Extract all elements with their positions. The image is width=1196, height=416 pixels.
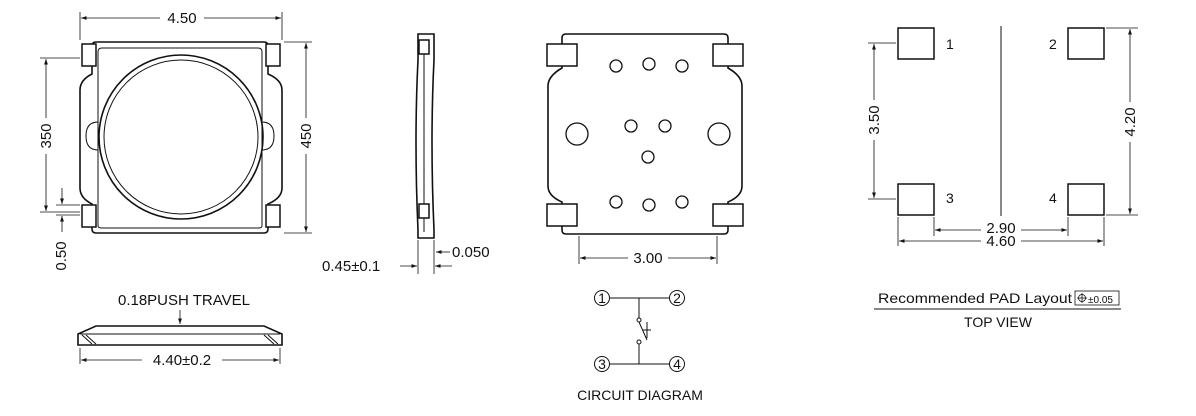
bottom-view-lead-tl (546, 43, 578, 67)
circuit-pin-3: 3 (598, 356, 606, 372)
pad-label-1: 1 (946, 36, 954, 52)
tolerance-box (1074, 290, 1120, 306)
pad-3 (897, 183, 935, 216)
front-view-width-dim: 4.40±0.2 (153, 352, 211, 369)
top-view: 4.50 350 450 0.50 (36, 8, 316, 271)
bottom-view-lead-br (712, 203, 744, 227)
front-view: 0.18PUSH TRAVEL 4.40±0.2 (77, 292, 283, 369)
top-view-button-outer (98, 54, 264, 220)
top-view-height-dim-left: 350 (38, 123, 55, 148)
bottom-view-lead-tr (712, 43, 744, 67)
front-view-body (77, 325, 283, 346)
bottom-view-width-dim: 3.00 (633, 250, 662, 267)
circuit-pin-4: 4 (673, 356, 681, 372)
pad-label-2: 2 (1049, 36, 1057, 52)
pad-right-dim: 4.20 (1122, 107, 1139, 136)
pad-layout-subtitle: TOP VIEW (964, 314, 1033, 330)
top-view-lead-tr (265, 43, 281, 67)
top-view-lead-dim: 0.50 (53, 241, 70, 270)
side-view: 0.45±0.1 0.050 (322, 33, 490, 275)
top-view-body (79, 41, 283, 234)
bottom-view-lead-bl (546, 203, 578, 227)
circuit-pin-1: 1 (598, 290, 606, 306)
side-view-lead-thickness-dim: 0.050 (452, 244, 490, 261)
circuit-diagram: 1 2 3 4 CIRCUIT DIAGRAM (577, 290, 703, 403)
top-view-lead-bl (81, 204, 97, 228)
side-view-thickness-dim: 0.45±0.1 (322, 258, 380, 275)
top-view-height-dim-right: 450 (298, 123, 315, 148)
pad-layout: 1 2 3 4 3.50 4.20 2.90 4.60 Recommended … (864, 26, 1140, 330)
top-view-button-inner (103, 59, 259, 215)
pad-label-4: 4 (1049, 190, 1057, 206)
top-view-lead-br (265, 204, 281, 228)
pad-4 (1067, 183, 1105, 216)
top-view-lead-tl (81, 43, 97, 67)
bottom-view: 3.00 (546, 33, 744, 267)
pad-2 (1067, 27, 1105, 60)
pad-1 (897, 27, 935, 60)
circuit-pin-2: 2 (673, 290, 681, 306)
pad-inner-dim: 2.90 (986, 220, 1015, 237)
pad-outer-dim: 4.60 (986, 233, 1015, 250)
side-view-body (415, 33, 435, 239)
bottom-view-body (547, 33, 743, 235)
top-view-width-dim: 4.50 (167, 10, 196, 27)
front-view-travel-label: 0.18PUSH TRAVEL (118, 292, 250, 309)
pad-tolerance: ±0.05 (1088, 295, 1113, 306)
pad-layout-title: Recommended PAD Layout (878, 290, 1072, 306)
pad-left-dim: 3.50 (866, 105, 883, 134)
circuit-title: CIRCUIT DIAGRAM (577, 387, 703, 403)
pad-label-3: 3 (946, 190, 954, 206)
